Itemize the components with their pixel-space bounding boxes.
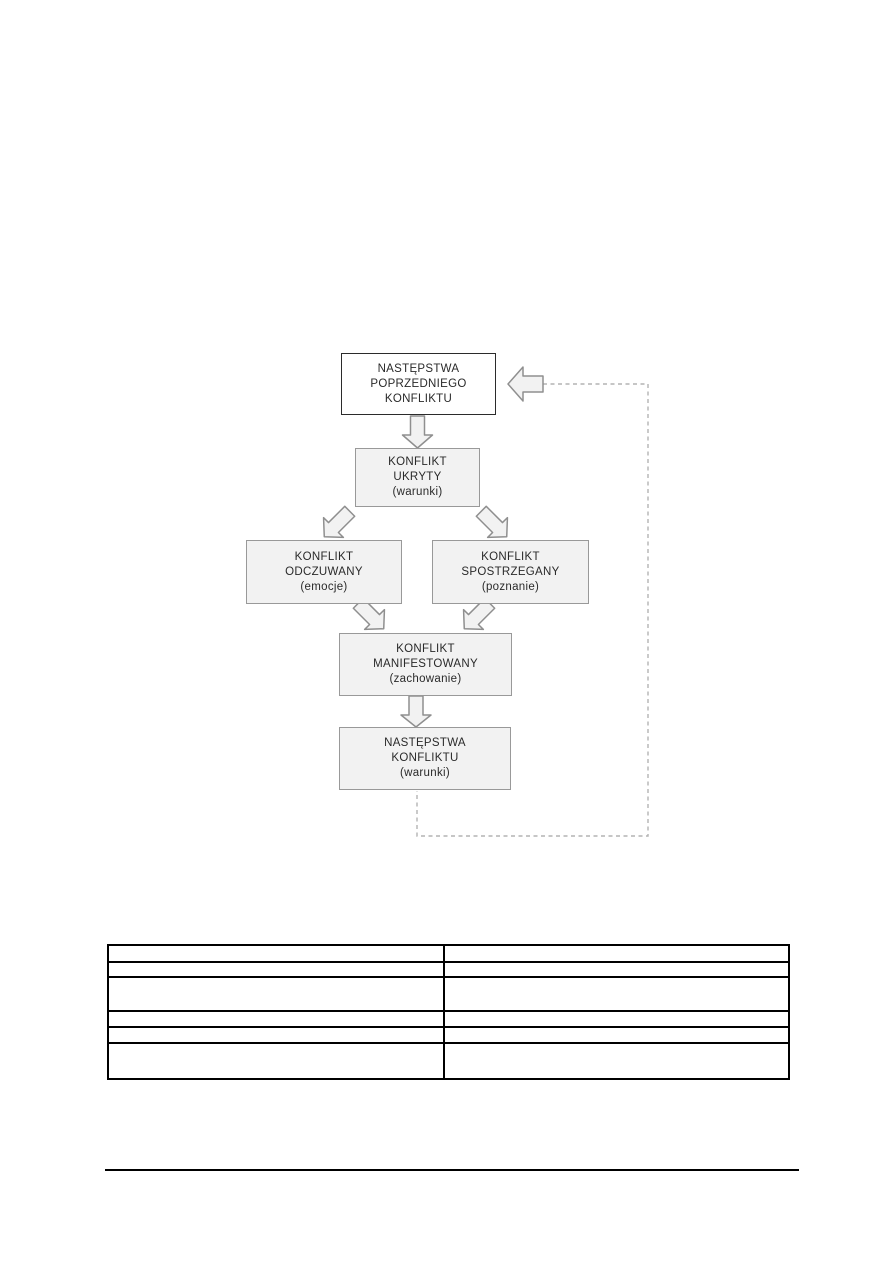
table-row [107, 1042, 790, 1080]
flow-box-konflikt-odczuwany: KONFLIKT ODCZUWANY (emocje) [246, 540, 402, 604]
diagonal-block-arrow-icon [322, 505, 356, 539]
flow-box-konflikt-ukryty: KONFLIKT UKRYTY (warunki) [355, 448, 480, 507]
flow-box-label: NASTĘPSTWA POPRZEDNIEGO KONFLIKTU [370, 362, 467, 405]
down-block-arrow-icon [401, 415, 434, 449]
diagonal-block-arrow-icon [475, 505, 509, 539]
table-row [107, 1026, 790, 1044]
table-row [107, 1010, 790, 1028]
table-cell [107, 1010, 445, 1028]
flow-box-konflikt-spostrzegany: KONFLIKT SPOSTRZEGANY (poznanie) [432, 540, 589, 604]
table-cell [107, 944, 445, 963]
flow-box-label: NASTĘPSTWA KONFLIKTU (warunki) [384, 737, 466, 779]
dashed-feedback-line [416, 383, 649, 837]
table-row [107, 961, 790, 978]
flow-box-nastepstwa-konfliktu: NASTĘPSTWA KONFLIKTU (warunki) [339, 727, 511, 790]
down-block-arrow-icon [400, 695, 432, 728]
flow-box-label: KONFLIKT ODCZUWANY (emocje) [285, 550, 363, 593]
table-cell [443, 961, 790, 978]
footer-divider-rule [105, 1169, 799, 1171]
table-cell [107, 976, 445, 1012]
table-row [107, 944, 790, 963]
flow-box-label: KONFLIKT UKRYTY (warunki) [388, 456, 447, 498]
table-cell [107, 1026, 445, 1044]
table-cell [443, 1042, 790, 1080]
flow-box-konflikt-manifestowany: KONFLIKT MANIFESTOWANY (zachowanie) [339, 633, 512, 696]
diagonal-block-arrow-icon [462, 597, 496, 631]
table-cell [443, 1010, 790, 1028]
table-cell [107, 961, 445, 978]
flow-box-label: KONFLIKT MANIFESTOWANY (zachowanie) [373, 643, 478, 685]
flow-box-label: KONFLIKT SPOSTRZEGANY (poznanie) [461, 550, 560, 593]
flow-box-nastepstwa-poprzedniego-konfliktu: NASTĘPSTWA POPRZEDNIEGO KONFLIKTU [341, 353, 496, 415]
table-cell [443, 976, 790, 1012]
table-cell [443, 1026, 790, 1044]
empty-two-column-table [107, 944, 790, 1080]
table-row [107, 976, 790, 1012]
left-block-arrow-icon [507, 366, 544, 402]
table-cell [107, 1042, 445, 1080]
table-cell [443, 944, 790, 963]
